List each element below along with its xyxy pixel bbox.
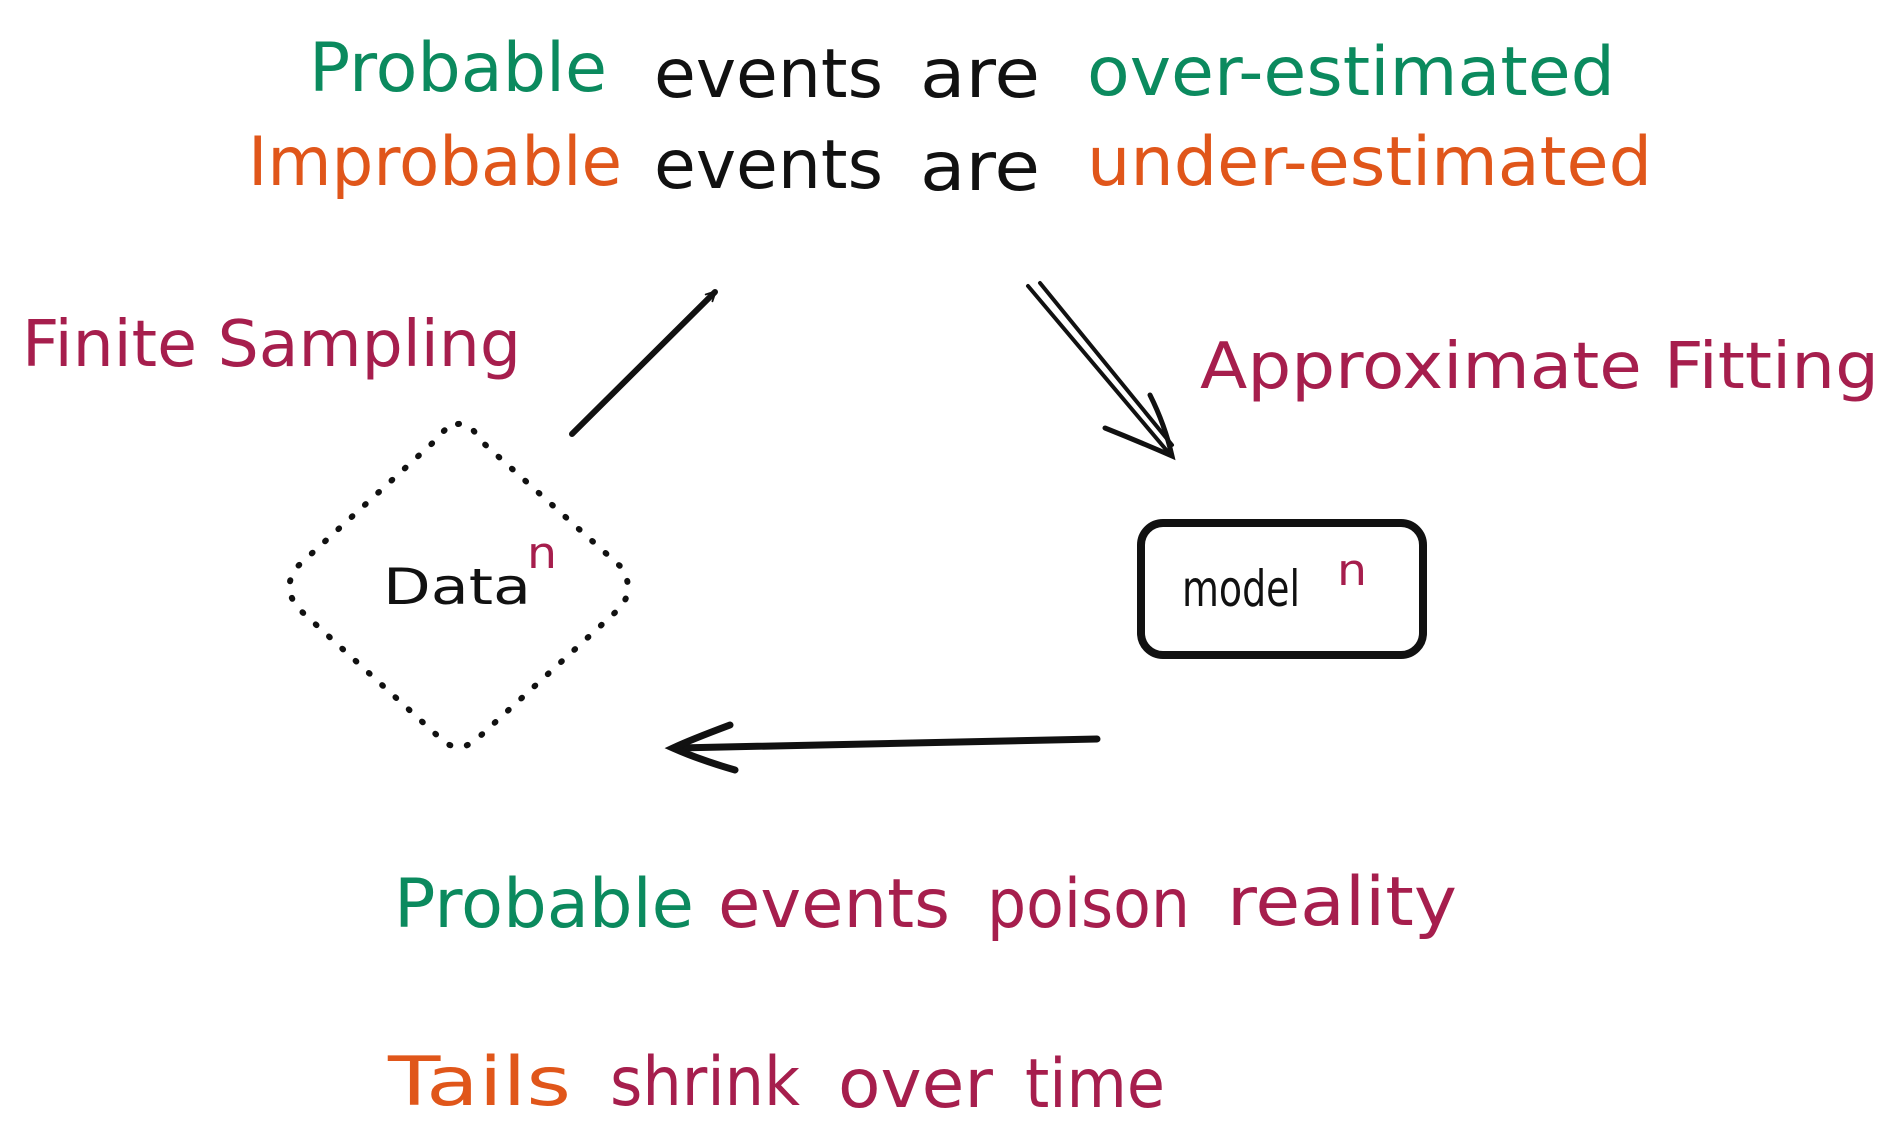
arrow-left (674, 735, 1101, 748)
header-word-events: events (654, 35, 883, 114)
model-node: model n (1137, 519, 1427, 659)
arrow-up-right (569, 289, 718, 437)
header-word-events: events (654, 126, 883, 205)
header-word-probable: Probable (309, 29, 607, 108)
footer-line-1: Probable events poison reality (394, 863, 1457, 944)
data-superscript: n (527, 528, 557, 579)
footer-word-reality: reality (1227, 863, 1457, 942)
header-word-are: are (920, 35, 1040, 114)
header-line-2: Improbable events are under-estimated (248, 123, 1652, 207)
model-box-shape (1137, 519, 1427, 659)
footer-line-2: Tails shrink over time (387, 1043, 1165, 1124)
model-label: model (1182, 560, 1300, 618)
footer-word-over: over (838, 1045, 993, 1124)
footer-word-probable: Probable (394, 865, 694, 944)
header-word-under-estimated: under-estimated (1087, 123, 1652, 202)
header-word-over-estimated: over-estimated (1087, 33, 1615, 112)
arrow-left-head (664, 721, 739, 774)
header-word-improbable: Improbable (248, 123, 622, 202)
header-line-1: Probable events are over-estimated (309, 29, 1615, 114)
footer-word-time: time (1025, 1045, 1165, 1124)
data-node: Data n (286, 420, 631, 750)
footer-word-tails: Tails (387, 1043, 571, 1122)
footer-word-shrink: shrink (610, 1043, 801, 1122)
double-arrow-down-right (1026, 281, 1176, 461)
approximate-fitting-label: Approximate Fitting (1200, 330, 1879, 404)
footer-word-poison: poison (987, 865, 1190, 944)
footer-word-events: events (718, 865, 950, 944)
header-word-are: are (920, 128, 1040, 207)
data-label: Data (383, 558, 531, 616)
model-superscript: n (1337, 545, 1367, 596)
finite-sampling-label: Finite Sampling (22, 308, 521, 382)
